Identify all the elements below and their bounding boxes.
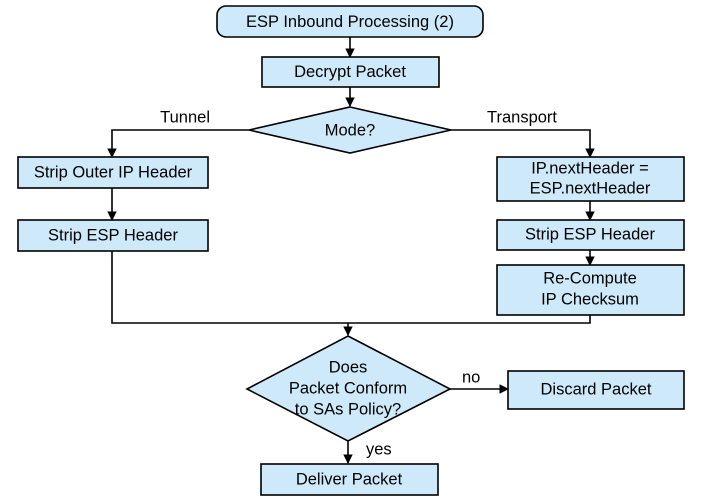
node-start[interactable]: ESP Inbound Processing (2) (216, 5, 484, 38)
recompute-ip-checksum-label-line2: IP Checksum (541, 290, 639, 308)
strip-outer-ip-header-label: Strip Outer IP Header (34, 163, 193, 181)
edge-label-no: no (462, 368, 480, 386)
node-deliver-packet[interactable]: Deliver Packet (260, 463, 439, 496)
edge-labels: Tunnel Transport no yes (160, 108, 557, 458)
node-strip-outer-ip-header[interactable]: Strip Outer IP Header (17, 156, 209, 189)
ip-next-header-label-line2: ESP.nextHeader (530, 179, 651, 197)
ip-next-header-label-line1: IP.nextHeader = (531, 159, 649, 177)
edge-tunnel-merge (111, 251, 348, 324)
strip-esp-header-transport-label: Strip ESP Header (525, 225, 655, 243)
edge-label-tunnel: Tunnel (160, 108, 210, 126)
ip-next-header-shape[interactable] (496, 156, 685, 202)
conform-decision-label-line1: Does (329, 358, 368, 376)
mode-decision-label: Mode? (325, 121, 375, 139)
node-conform-decision[interactable]: Does Packet Conform to SAs Policy? (245, 335, 452, 442)
decrypt-packet-label: Decrypt Packet (294, 63, 406, 81)
node-ip-next-header[interactable]: IP.nextHeader = ESP.nextHeader (496, 156, 685, 202)
edge-label-yes: yes (366, 440, 392, 458)
strip-outer-ip-header-shape[interactable] (17, 156, 209, 189)
deliver-packet-shape[interactable] (260, 463, 439, 496)
edge-mode-transport (451, 129, 595, 158)
recompute-ip-checksum-label-line1: Re-Compute (543, 269, 637, 287)
node-strip-esp-header-tunnel[interactable]: Strip ESP Header (17, 219, 209, 252)
conform-decision-shape[interactable] (245, 335, 452, 442)
start-label: ESP Inbound Processing (2) (246, 13, 454, 31)
node-mode-decision[interactable]: Mode? (248, 106, 452, 154)
edges (107, 37, 595, 464)
conform-decision-label-line3: to SAs Policy? (295, 400, 401, 418)
strip-esp-header-tunnel-label: Strip ESP Header (48, 226, 178, 244)
deliver-packet-label: Deliver Packet (296, 470, 403, 488)
recompute-ip-checksum-shape[interactable] (496, 264, 685, 316)
node-recompute-ip-checksum[interactable]: Re-Compute IP Checksum (496, 264, 685, 316)
edge-mode-tunnel (107, 129, 249, 158)
node-discard-packet[interactable]: Discard Packet (507, 370, 685, 410)
strip-esp-header-tunnel-shape[interactable] (17, 219, 209, 252)
discard-packet-shape[interactable] (507, 370, 685, 410)
edge-label-transport: Transport (487, 108, 557, 126)
start-terminator-shape[interactable] (216, 5, 484, 38)
conform-decision-label-line2: Packet Conform (289, 379, 407, 397)
strip-esp-header-transport-shape[interactable] (496, 219, 685, 251)
edge-transport-merge (348, 315, 591, 324)
node-decrypt-packet[interactable]: Decrypt Packet (261, 56, 440, 88)
node-strip-esp-header-transport[interactable]: Strip ESP Header (496, 219, 685, 251)
decrypt-packet-shape[interactable] (261, 56, 440, 88)
mode-decision-shape[interactable] (248, 106, 452, 154)
discard-packet-label: Discard Packet (541, 380, 652, 398)
